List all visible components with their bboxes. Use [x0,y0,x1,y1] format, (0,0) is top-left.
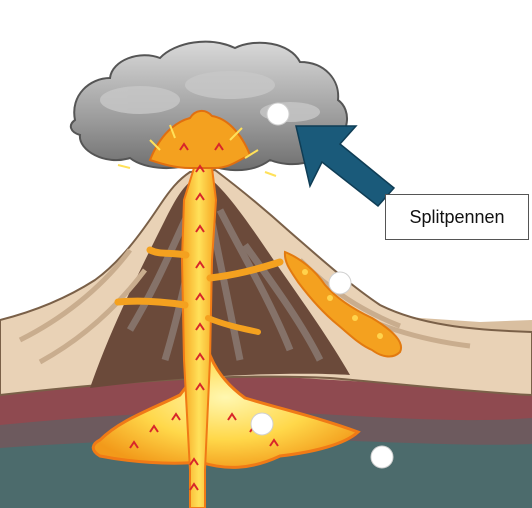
hotspot-lava-flow[interactable] [328,271,352,295]
ash-cloud [69,40,349,172]
flow-arrows [129,142,279,491]
lava-flow-highlights [302,269,383,339]
eruption-burst [148,110,252,169]
callout-label-text: Splitpennen [409,206,505,227]
lava-flow [283,250,403,358]
hotspot-magma-chamber[interactable] [250,412,274,436]
hotspot-cloud[interactable] [266,102,290,126]
hotspot-bedrock[interactable] [370,445,394,469]
callout-arrow [295,125,396,208]
magma-dikes [114,246,284,335]
eruption-sparks [117,124,277,177]
callout-label: Splitpennen [385,194,529,240]
